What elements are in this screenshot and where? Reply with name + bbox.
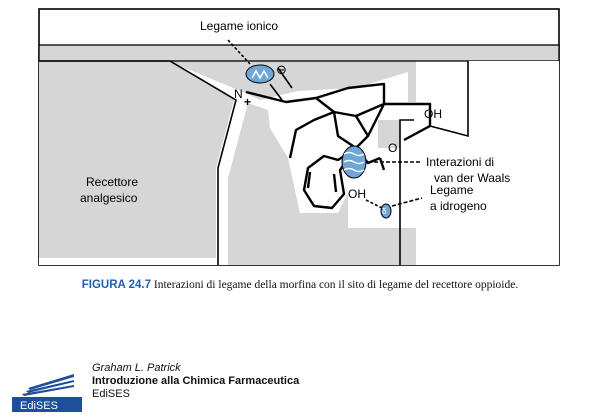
hbond-label-line2: a idrogeno	[430, 199, 487, 213]
ionic-bond-label: Legame ionico	[200, 19, 278, 33]
book-title: Introduzione alla Chimica Farmaceutica	[92, 375, 300, 387]
book-publisher: EdiSES	[92, 388, 130, 400]
receptor-label-line2: analgesico	[80, 191, 138, 205]
morphine-receptor-diagram: N + OH O OH ⊖ Legame ionico Interazioni …	[38, 8, 560, 266]
oh-bottom-label: OH	[348, 187, 366, 201]
ionic-leader-line	[227, 39, 251, 65]
book-author: Graham L. Patrick	[92, 362, 181, 374]
receptor-top-band	[38, 44, 560, 62]
hbond-acceptor-blob	[380, 203, 392, 219]
caption-text: Interazioni di legame della morfina con …	[153, 279, 519, 291]
hbond-delta: δ	[382, 207, 387, 216]
ionic-interaction-blob	[245, 64, 275, 84]
receptor-label-line1: Recettore	[86, 175, 138, 189]
ionic-interaction-squiggle	[251, 69, 269, 80]
hbond-dashes	[365, 199, 383, 209]
oh-top-label: OH	[424, 107, 442, 121]
edises-logo: EdiSES	[12, 368, 82, 412]
nitrogen-label: N	[234, 87, 243, 101]
figure-caption: FIGURA 24.7 Interazioni di legame della …	[40, 278, 560, 292]
vdw-interaction-waves	[343, 151, 365, 173]
caption-label: FIGURA 24.7	[81, 279, 151, 291]
book-credits: Graham L. Patrick Introduzione alla Chim…	[92, 362, 299, 401]
vdw-label-line1: Interazioni di	[426, 155, 494, 169]
oxygen-label: O	[388, 141, 397, 155]
carboxylate-minus: ⊖	[276, 62, 287, 77]
hbond-leader-line	[391, 197, 423, 207]
receptor-outline	[39, 60, 469, 265]
morphine-molecule	[245, 67, 432, 210]
logo-text: EdiSES	[20, 400, 58, 412]
nitrogen-charge: +	[244, 95, 251, 109]
publisher-footer: EdiSES Graham L. Patrick Introduzione al…	[12, 362, 412, 412]
vdw-label-line2: van der Waals	[434, 171, 510, 185]
hbond-label-line1: Legame	[430, 183, 474, 197]
